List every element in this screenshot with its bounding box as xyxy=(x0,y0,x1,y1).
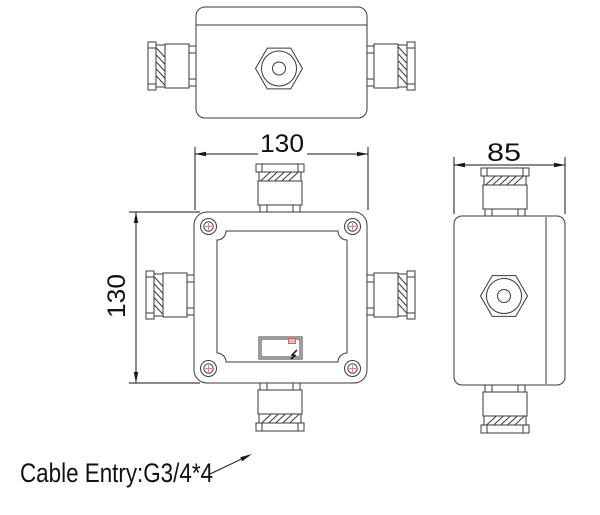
cable-entry-annotation: Cable Entry:G3/4*4 xyxy=(20,454,252,488)
vent-outer-circle xyxy=(486,278,522,314)
leader-arrowhead xyxy=(240,454,252,462)
dimension-text-front-width: 130 xyxy=(260,130,304,158)
vent-inner-circle xyxy=(497,289,511,303)
corner-screw-top-left xyxy=(200,218,217,235)
vent-fitting-top-view xyxy=(254,47,304,90)
arrowhead-right xyxy=(554,162,565,168)
vent-hex-nut xyxy=(479,275,529,317)
lid-face-recess xyxy=(216,230,348,363)
corner-screw-bottom-right xyxy=(344,360,361,377)
dimension-text-side-width: 85 xyxy=(487,139,521,167)
vent-outer-circle xyxy=(261,50,297,87)
cable-entry-label: Cable Entry:G3/4*4 xyxy=(20,458,213,488)
nameplate xyxy=(258,336,303,360)
corner-screw-top-right xyxy=(344,218,361,235)
front-view xyxy=(145,163,416,432)
dimension-side-width: 85 xyxy=(453,139,566,214)
cable-gland-top-view-right xyxy=(366,41,416,91)
vent-inner-circle xyxy=(272,61,286,76)
corner-screw-bottom-left xyxy=(200,360,217,377)
vent-fitting-side-view xyxy=(479,275,529,317)
nameplate-certification-mark xyxy=(290,349,298,360)
cable-gland-front-right xyxy=(366,270,416,320)
cable-gland-side-top xyxy=(480,167,530,217)
cable-gland-front-left xyxy=(145,270,195,320)
nameplate-inner-border xyxy=(260,338,301,358)
dimension-front-width: 130 xyxy=(194,130,369,210)
arrowhead-left xyxy=(454,162,465,168)
cable-gland-front-bottom xyxy=(255,382,305,432)
cable-gland-top-view-left xyxy=(147,41,197,91)
arrowhead-top xyxy=(133,212,139,223)
leader-line xyxy=(209,458,242,475)
dimension-text-front-height: 130 xyxy=(103,274,131,318)
front-view-outline xyxy=(193,211,368,384)
vent-hex-nut xyxy=(254,47,304,90)
side-view xyxy=(453,167,566,434)
cable-gland-side-bottom xyxy=(480,384,530,434)
dimension-front-height: 130 xyxy=(103,211,200,384)
arrowhead-bottom xyxy=(133,372,139,383)
nameplate-red-mark xyxy=(288,338,296,344)
cable-gland-front-top xyxy=(255,163,305,213)
arrowhead-left xyxy=(195,151,206,157)
top-view xyxy=(147,6,416,119)
arrowhead-right xyxy=(357,151,368,157)
